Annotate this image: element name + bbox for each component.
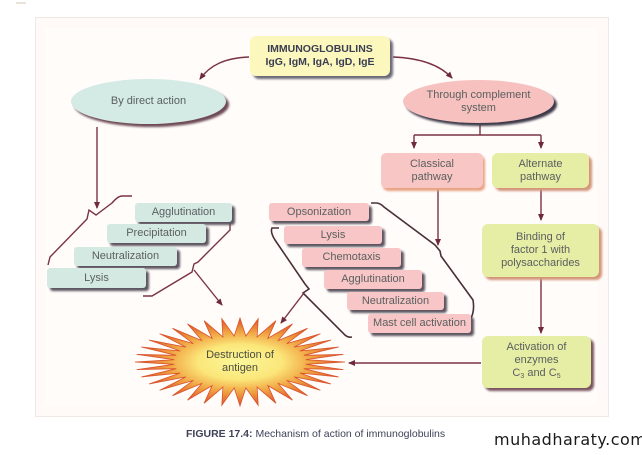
complement-action-item: Agglutination <box>324 270 422 289</box>
complement-action-item: Chemotaxis <box>302 248 401 267</box>
binding-factor-box: Binding of factor 1 with polysaccharides <box>482 224 599 277</box>
subscript-3: 3 <box>520 373 525 380</box>
direct-action-label: Neutralization <box>91 250 160 262</box>
outcome-line1: Destruction of <box>206 349 274 361</box>
direct-action-item: Lysis <box>47 268 146 288</box>
c-letter: C <box>512 367 521 379</box>
activation-line2: enzymes <box>514 354 559 366</box>
direct-action-label: By direct action <box>110 95 187 107</box>
figure-caption: FIGURE 17.4: Mechanism of action of immu… <box>186 428 445 440</box>
direct-action-label: Precipitation <box>126 227 187 239</box>
complement-action-label: Lysis <box>320 228 346 241</box>
caption-text: Mechanism of action of immunoglobulins <box>252 428 446 440</box>
root-title: IMMUNOGLOBULINS <box>267 43 373 55</box>
complement-action-item: Neutralization <box>347 292 444 310</box>
classical-line2: pathway <box>411 170 453 183</box>
alternate-pathway-box: Alternate pathway <box>492 153 589 188</box>
c-letter: C <box>548 367 557 379</box>
complement-action-label: Opsonization <box>286 205 352 218</box>
complement-action-label: Agglutination <box>341 273 405 285</box>
activation-line3: C3 and C5 <box>512 367 560 383</box>
complement-action-label: Neutralization <box>361 294 430 307</box>
watermark-text: muhadharaty.com <box>494 430 642 449</box>
direct-action-item: Agglutination <box>135 203 232 222</box>
complement-action-item: Opsonization <box>269 203 369 221</box>
binding-line3: polysaccharides <box>501 257 580 269</box>
classical-pathway-box: Classical pathway <box>381 153 483 188</box>
complement-action-item: Mast cell activation <box>368 314 471 333</box>
direct-action-ellipse: By direct action <box>71 79 226 124</box>
direct-action-label: Agglutination <box>151 206 216 218</box>
outcome-line2: antigen <box>221 362 259 374</box>
complement-label-line2: system <box>461 101 496 114</box>
binding-line2: factor 1 with <box>510 244 571 256</box>
subscript-5: 5 <box>556 373 561 380</box>
and-text: and <box>524 367 549 379</box>
immunoglobulins-root-box: IMMUNOGLOBULINS IgG, IgM, IgA, IgD, IgE <box>250 36 390 76</box>
root-subtitle: IgG, IgM, IgA, IgD, IgE <box>265 56 375 68</box>
binding-line1: Binding of <box>516 231 565 243</box>
complement-label-line1: Through complement <box>426 88 531 101</box>
classical-line1: Classical <box>409 157 454 170</box>
complement-action-item: Lysis <box>284 226 382 244</box>
corner-mark <box>16 2 26 4</box>
direct-action-label: Lysis <box>84 271 109 284</box>
complement-system-ellipse: Through complement system <box>403 80 554 123</box>
complement-action-label: Chemotaxis <box>322 251 381 263</box>
direct-action-item: Precipitation <box>107 224 206 243</box>
destruction-of-antigen-label: Destruction of antigen <box>190 349 290 375</box>
alternate-line2: pathway <box>520 170 561 183</box>
activation-enzymes-box: Activation of enzymes C3 and C5 <box>482 336 591 388</box>
alternate-line1: Alternate <box>518 157 563 170</box>
activation-line1: Activation of <box>506 341 567 353</box>
caption-label: FIGURE 17.4: <box>186 428 253 440</box>
complement-action-label: Mast cell activation <box>373 317 466 329</box>
direct-action-item: Neutralization <box>74 247 177 266</box>
